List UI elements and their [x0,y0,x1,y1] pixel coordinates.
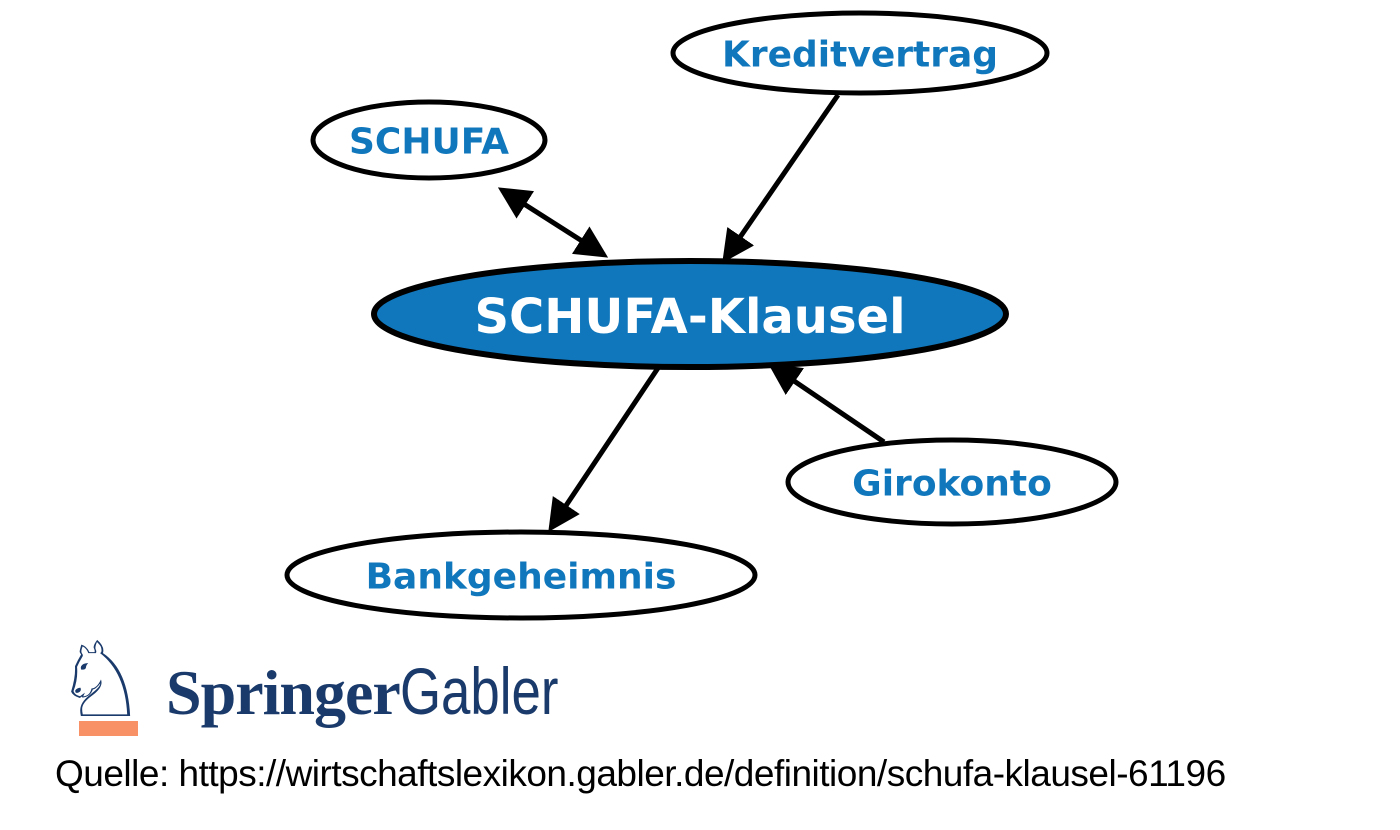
edge-schufa-to-schufa-klausel-bidirectional [497,187,609,258]
node-girokonto[interactable]: Girokonto [785,437,1119,527]
edge-girokonto-to-schufa-klausel [767,363,886,445]
logo-brand-springer: Springer [166,657,400,728]
node-schufa-klausel-central[interactable]: SCHUFA-Klausel [371,258,1009,370]
node-kreditvertrag-label[interactable]: Kreditvertrag [722,35,998,76]
node-bankgeheimnis[interactable]: Bankgeheimnis [284,529,758,621]
springer-knight-icon: ♘ [54,619,147,741]
edge-kreditvertrag-to-schufa-klausel [722,93,841,264]
logo-orange-underline [79,721,138,736]
node-kreditvertrag[interactable]: Kreditvertrag [670,10,1050,96]
edge-schufa-klausel-to-bankgeheimnis [548,366,661,533]
node-bankgeheimnis-label[interactable]: Bankgeheimnis [366,557,677,598]
springer-gabler-logo: ♘ Springer Gabler [54,619,558,741]
source-line: Quelle: https://wirtschaftslexikon.gable… [55,753,1226,794]
node-schufa-label[interactable]: SCHUFA [349,122,509,163]
node-girokonto-label[interactable]: Girokonto [852,464,1052,505]
logo-brand-gabler: Gabler [400,654,558,728]
node-schufa[interactable]: SCHUFA [310,99,548,181]
central-node-ellipse[interactable] [371,258,1009,370]
node-schufa-klausel-label[interactable]: SCHUFA-Klausel [474,289,905,345]
